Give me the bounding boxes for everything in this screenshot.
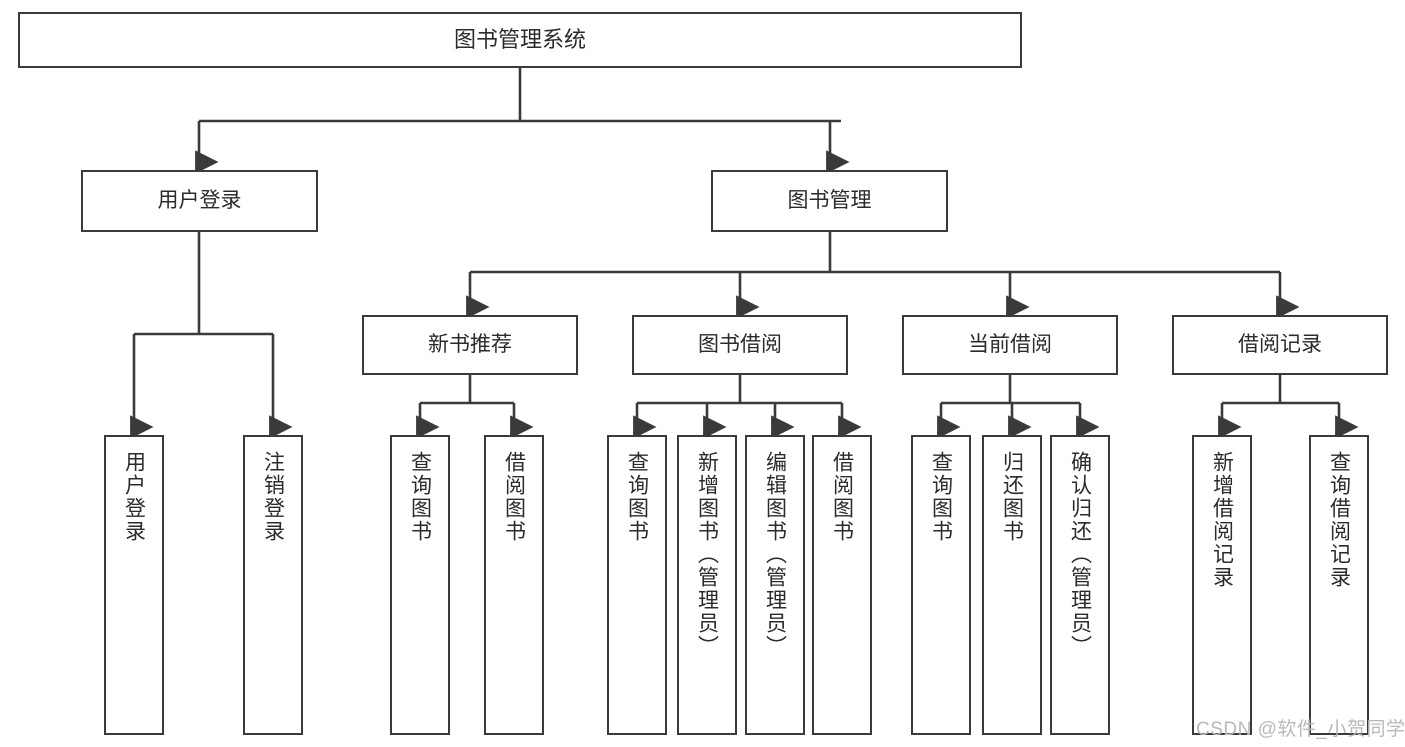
node-new-book-recommend[interactable]: 新书推荐	[362, 315, 578, 375]
node-label: 借阅图书	[502, 451, 526, 543]
node-label: 当前借阅	[968, 333, 1052, 357]
leaf-edit-book-admin[interactable]: 编辑图书（管理员）	[745, 435, 805, 735]
node-label: 新增借阅记录	[1210, 451, 1234, 589]
node-label: 查询借阅记录	[1327, 451, 1351, 589]
leaf-query-book-recommend[interactable]: 查询图书	[390, 435, 450, 735]
csdn-watermark: CSDN @软件_小贺同学	[1196, 719, 1405, 740]
leaf-borrow-book-recommend[interactable]: 借阅图书	[484, 435, 544, 735]
node-label: 注销登录	[261, 451, 285, 543]
node-root-library-system[interactable]: 图书管理系统	[18, 12, 1022, 68]
node-label: 新书推荐	[428, 333, 512, 357]
node-label: 借阅图书	[830, 451, 854, 543]
node-label: 图书管理系统	[453, 26, 586, 52]
node-label: 借阅记录	[1238, 333, 1322, 357]
leaf-borrow-book[interactable]: 借阅图书	[812, 435, 872, 735]
node-label: 用户登录	[122, 451, 146, 543]
node-label: 图书借阅	[698, 333, 782, 357]
node-borrow-record[interactable]: 借阅记录	[1172, 315, 1388, 375]
node-label: 查询图书	[625, 451, 649, 543]
node-book-borrow[interactable]: 图书借阅	[632, 315, 848, 375]
node-label: 图书管理	[787, 189, 872, 213]
leaf-add-book-admin[interactable]: 新增图书（管理员）	[677, 435, 737, 735]
leaf-return-book[interactable]: 归还图书	[982, 435, 1042, 735]
node-label: 查询图书	[929, 451, 953, 543]
node-label: 编辑图书（管理员）	[763, 451, 787, 658]
node-user-login[interactable]: 用户登录	[81, 170, 318, 232]
leaf-confirm-return-admin[interactable]: 确认归还（管理员）	[1050, 435, 1110, 735]
leaf-query-book-borrow[interactable]: 查询图书	[607, 435, 667, 735]
node-label: 归还图书	[1000, 451, 1024, 543]
node-label: 新增图书（管理员）	[695, 451, 719, 658]
node-label: 用户登录	[157, 189, 242, 213]
node-label: 查询图书	[408, 451, 432, 543]
leaf-query-borrow-record[interactable]: 查询借阅记录	[1309, 435, 1369, 735]
node-book-management[interactable]: 图书管理	[711, 170, 948, 232]
leaf-user-login[interactable]: 用户登录	[104, 435, 164, 735]
node-label: 确认归还（管理员）	[1068, 451, 1092, 658]
node-current-borrow[interactable]: 当前借阅	[902, 315, 1118, 375]
leaf-add-borrow-record[interactable]: 新增借阅记录	[1192, 435, 1252, 735]
leaf-logout[interactable]: 注销登录	[243, 435, 303, 735]
leaf-query-book-current[interactable]: 查询图书	[911, 435, 971, 735]
